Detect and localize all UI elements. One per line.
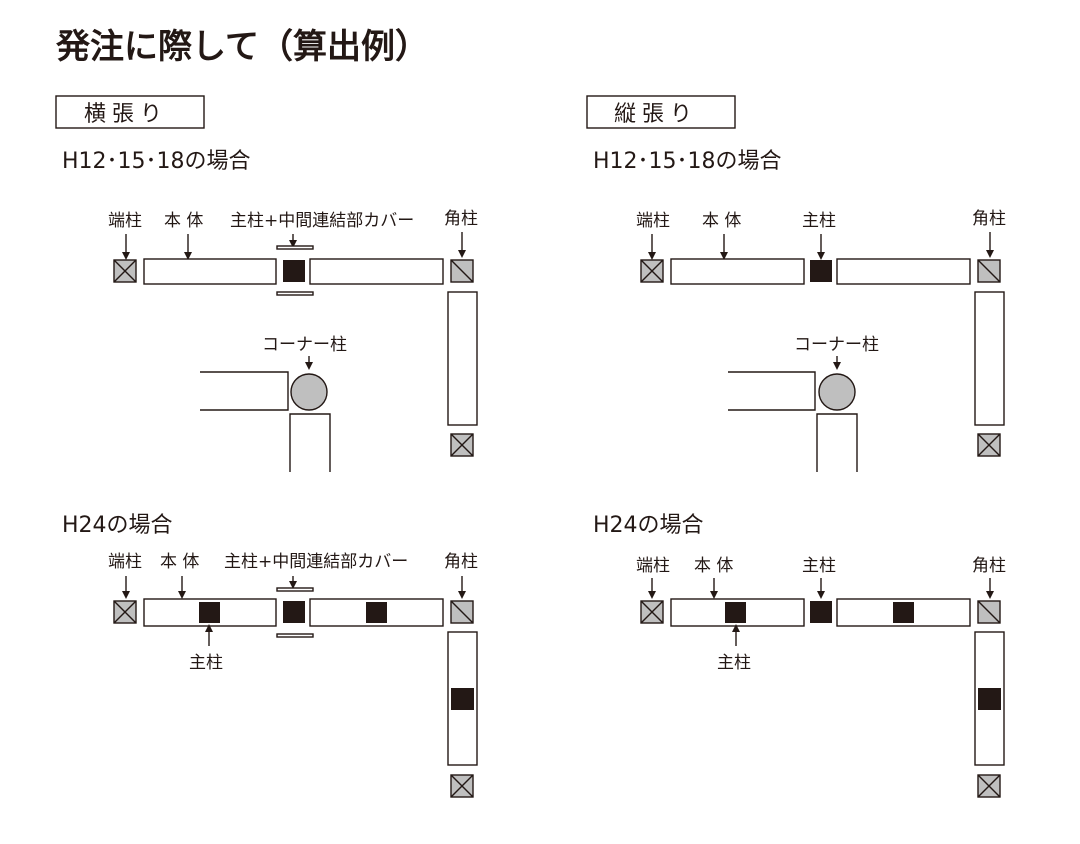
label-inner-post: 主柱	[717, 653, 751, 673]
case-subtitle: H24の場合	[593, 513, 704, 538]
body-panel-vertical	[447, 291, 478, 426]
body-panel-vertical	[974, 291, 1005, 426]
end-post-icon	[113, 259, 137, 283]
inner-post-icon	[199, 602, 220, 623]
page-title: 発注に際して（算出例）	[56, 27, 429, 67]
corner-post-icon	[977, 259, 1001, 283]
label-end-post: 端柱	[636, 211, 670, 231]
inner-post-icon	[451, 688, 474, 710]
inner-post-icon	[893, 602, 914, 623]
label-body: 本 体	[702, 211, 741, 231]
section-vertical: 縦張り H12･15･18の場合 端柱 本 体 主柱 角柱 コーナー柱	[586, 95, 1006, 798]
inner-post-icon	[725, 602, 746, 623]
inner-post-icon	[978, 688, 1001, 710]
end-post-icon	[977, 433, 1001, 457]
main-post-icon	[283, 260, 305, 282]
label-body: 本 体	[694, 556, 733, 576]
body-panel	[143, 258, 277, 285]
cover-plate	[276, 291, 314, 296]
end-post-icon	[977, 774, 1001, 798]
label-main-post: 主柱	[802, 211, 836, 231]
case-subtitle: H24の場合	[62, 513, 173, 538]
corner-pillar-icon	[290, 373, 328, 411]
corner-pillar-icon	[818, 373, 856, 411]
end-post-icon	[450, 774, 474, 798]
body-panel	[670, 258, 805, 285]
end-post-icon	[640, 600, 664, 624]
cover-plate	[276, 587, 314, 592]
end-post-icon	[450, 433, 474, 457]
cover-plate	[276, 245, 314, 250]
end-post-icon	[640, 259, 664, 283]
label-main-post: 主柱+中間連結部カバー	[230, 211, 414, 231]
diagram-h12-horizontal: H12･15･18の場合 端柱 本 体 主柱+中間連結部カバー 角柱	[62, 149, 478, 472]
case-subtitle: H12･15･18の場合	[62, 149, 251, 174]
corner-post-icon	[450, 600, 474, 624]
corner-post-icon	[450, 259, 474, 283]
body-panel	[836, 258, 971, 285]
diagram-h24-vertical: H24の場合 端柱 本 体 主柱 角柱 主柱	[593, 513, 1006, 798]
tab-frame	[586, 95, 736, 129]
corner-post-icon	[977, 600, 1001, 624]
end-post-icon	[113, 600, 137, 624]
diagram-h12-vertical: H12･15･18の場合 端柱 本 体 主柱 角柱 コーナー柱	[593, 149, 1006, 472]
label-end-post: 端柱	[108, 211, 142, 231]
label-corner-post: 角柱	[972, 556, 1006, 576]
diagram-h24-horizontal: H24の場合 端柱 本 体 主柱+中間連結部カバー 角柱	[62, 513, 478, 798]
main-post-icon	[810, 260, 832, 282]
body-panel	[309, 258, 444, 285]
label-end-post: 端柱	[108, 552, 142, 572]
label-body: 本 体	[164, 211, 203, 231]
label-corner-pillar: コーナー柱	[262, 335, 347, 355]
tab-frame	[55, 95, 205, 129]
label-body: 本 体	[160, 552, 199, 572]
label-corner-pillar: コーナー柱	[794, 335, 879, 355]
section-horizontal: 横張り H12･15･18の場合 端柱 本 体 主柱+中間連結部カバー 角柱	[55, 95, 478, 798]
label-end-post: 端柱	[636, 556, 670, 576]
label-main-post: 主柱+中間連結部カバー	[224, 552, 408, 572]
label-inner-post: 主柱	[189, 653, 223, 673]
inner-post-icon	[366, 602, 387, 623]
cover-plate	[276, 633, 314, 638]
label-main-post: 主柱	[802, 556, 836, 576]
label-corner-post: 角柱	[444, 209, 478, 229]
section-tab-label: 縦張り	[614, 102, 698, 127]
label-corner-post: 角柱	[972, 209, 1006, 229]
case-subtitle: H12･15･18の場合	[593, 149, 782, 174]
section-tab-label: 横張り	[84, 102, 168, 127]
main-post-icon	[810, 601, 832, 623]
label-corner-post: 角柱	[444, 552, 478, 572]
main-post-icon	[283, 601, 305, 623]
